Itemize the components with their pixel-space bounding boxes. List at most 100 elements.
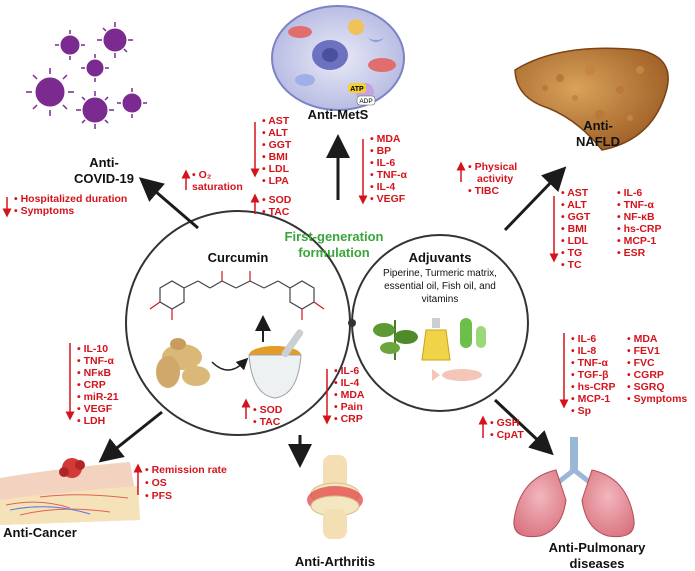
joint-illustration — [307, 455, 363, 539]
covid-up-1: saturation — [192, 181, 243, 193]
formulation-title-1: First-generation — [285, 229, 384, 244]
nafld-c2-4: • MCP-1 — [617, 235, 656, 247]
mortar-pestle-icon — [248, 329, 304, 399]
nafld-c1-1: • ALT — [561, 199, 587, 211]
atp-label: ATP — [350, 86, 364, 93]
adjuvants-desc-1: Piperine, Turmeric matrix, — [383, 268, 497, 279]
pulm-up-0: • GSH — [490, 417, 519, 429]
pulm-c1-0: • IL-6 — [571, 333, 596, 345]
fish-icon — [432, 369, 482, 381]
nafld-c1-3: • BMI — [561, 223, 587, 235]
pulmonary-down-list: • IL-6 • IL-8 • TNF-α • TGF-β • hs-CRP •… — [559, 333, 687, 417]
adjuvants-panel: Adjuvants Piperine, Turmeric matrix, ess… — [351, 234, 529, 412]
pulm-c2-1: • FEV1 — [627, 345, 660, 357]
capsules-icon — [460, 318, 486, 348]
curcumin-title: Curcumin — [208, 250, 269, 265]
arthritis-down-0: • IL-6 — [334, 365, 359, 377]
mets-down-0: • AST — [262, 115, 290, 127]
cancer-up-2: • PFS — [145, 490, 172, 502]
nafld-up-list: • Physical activity • TIBC — [456, 161, 517, 197]
oil-bottle-icon — [421, 318, 451, 361]
pulm-c2-4: • SGRQ — [627, 381, 665, 393]
mets-up-list: • SOD • TAC — [250, 193, 292, 218]
nafld-up-1: activity — [477, 173, 513, 185]
cancer-down-3: • CRP — [77, 379, 106, 391]
liver-illustration — [514, 47, 669, 151]
arrow-covid — [138, 177, 199, 230]
cancer-down-5: • VEGF — [77, 403, 113, 415]
mets-up-0: • SOD — [262, 194, 292, 206]
cancer-down-1: • TNF-α — [77, 355, 115, 367]
mets-down-list: • AST • ALT • GGT • BMI • LDL • LPA — [250, 115, 292, 187]
cancer-up-0: • Remission rate — [145, 464, 227, 476]
curcumin-structure-icon — [149, 271, 325, 320]
arthritis-up-0: • SOD — [253, 404, 283, 416]
skin-tumor-illustration — [0, 458, 140, 525]
nafld-up-2: • TIBC — [468, 185, 500, 197]
nafld-c2-5: • ESR — [617, 247, 646, 259]
mets-down2-5: • VEGF — [370, 193, 406, 205]
adjuvants-title: Adjuvants — [409, 250, 472, 265]
arrow-cancer — [98, 410, 163, 463]
mets-down2-2: • IL-6 — [370, 157, 395, 169]
cancer-down-list: • IL-10 • TNF-α • NFκB • CRP • miR-21 • … — [65, 343, 119, 427]
cancer-up-list: • Remission rate • OS • PFS — [133, 463, 227, 502]
adjuvants-desc-3: vitamins — [422, 294, 459, 305]
arrow-pulmonary — [493, 398, 554, 456]
pulmonary-title-1: Anti-Pulmonary — [549, 540, 647, 555]
nafld-c1-6: • TC — [561, 259, 582, 271]
arthritis-down-3: • Pain — [334, 401, 363, 413]
mets-up-1: • TAC — [262, 206, 290, 218]
nafld-c1-4: • LDL — [561, 235, 589, 247]
arthritis-down-1: • IL-4 — [334, 377, 359, 389]
cancer-down-4: • miR-21 — [77, 391, 119, 403]
adjuvants-desc-2: essential oil, Fish oil, and — [384, 281, 496, 292]
process-arrow — [211, 357, 249, 371]
pulm-c2-2: • FVC — [627, 357, 655, 369]
mets-down2-list: • MDA • BP • IL-6 • TNF-α • IL-4 • VEGF — [358, 133, 408, 205]
nafld-c2-1: • TNF-α — [617, 199, 655, 211]
arrow-nafld — [503, 166, 567, 232]
arthritis-down-4: • CRP — [334, 413, 363, 425]
nafld-down-list: • AST • ALT • GGT • BMI • LDL • TG • TC … — [549, 187, 662, 271]
covid-down-list: • Hospitalized duration • Symptoms — [2, 193, 127, 218]
arthritis-up-1: • TAC — [253, 416, 281, 428]
mets-down-2: • GGT — [262, 139, 292, 151]
pulm-c1-1: • IL-8 — [571, 345, 596, 357]
mets-title: Anti-MetS — [308, 107, 369, 122]
formulation-title-2: formulation — [298, 245, 370, 260]
pulm-c1-5: • MCP-1 — [571, 393, 610, 405]
pulm-c2-5: • Symptoms — [627, 393, 687, 405]
covid-down-1: • Symptoms — [14, 205, 74, 217]
virus-illustration — [26, 22, 147, 129]
pulm-up-1: • CpAT — [490, 429, 524, 441]
connector-dot — [348, 319, 356, 327]
lungs-illustration — [513, 437, 635, 538]
covid-up-0: • O₂ — [192, 169, 212, 181]
nafld-c2-0: • IL-6 — [617, 187, 642, 199]
pulmonary-title-2: diseases — [570, 556, 625, 571]
mets-down-1: • ALT — [262, 127, 288, 139]
cancer-down-6: • LDH — [77, 415, 105, 427]
adp-label: ADP — [359, 98, 372, 105]
mets-down-3: • BMI — [262, 151, 288, 163]
pepper-plant-icon — [373, 320, 418, 360]
arthritis-up-list: • SOD • TAC — [241, 398, 283, 428]
mets-down-4: • LDL — [262, 163, 290, 175]
pulmonary-up-list: • GSH • CpAT — [478, 415, 524, 441]
arthritis-down-list: • IL-6 • IL-4 • MDA • Pain • CRP — [322, 365, 365, 425]
mets-down2-3: • TNF-α — [370, 169, 408, 181]
pulm-c1-3: • TGF-β — [571, 369, 609, 381]
curcumin-panel: Curcumin — [125, 210, 351, 436]
pulm-c1-6: • Sp — [571, 405, 591, 417]
pulm-c1-4: • hs-CRP — [571, 381, 616, 393]
pulm-c1-2: • TNF-α — [571, 357, 609, 369]
mets-down2-0: • MDA — [370, 133, 401, 145]
pulm-c2-3: • CGRP — [627, 369, 664, 381]
nafld-c2-2: • NF-κB — [617, 211, 655, 223]
cancer-title: Anti-Cancer — [3, 525, 77, 540]
mets-down2-1: • BP — [370, 145, 391, 157]
nafld-c1-2: • GGT — [561, 211, 591, 223]
cell-illustration: ATP ADP — [271, 5, 405, 111]
